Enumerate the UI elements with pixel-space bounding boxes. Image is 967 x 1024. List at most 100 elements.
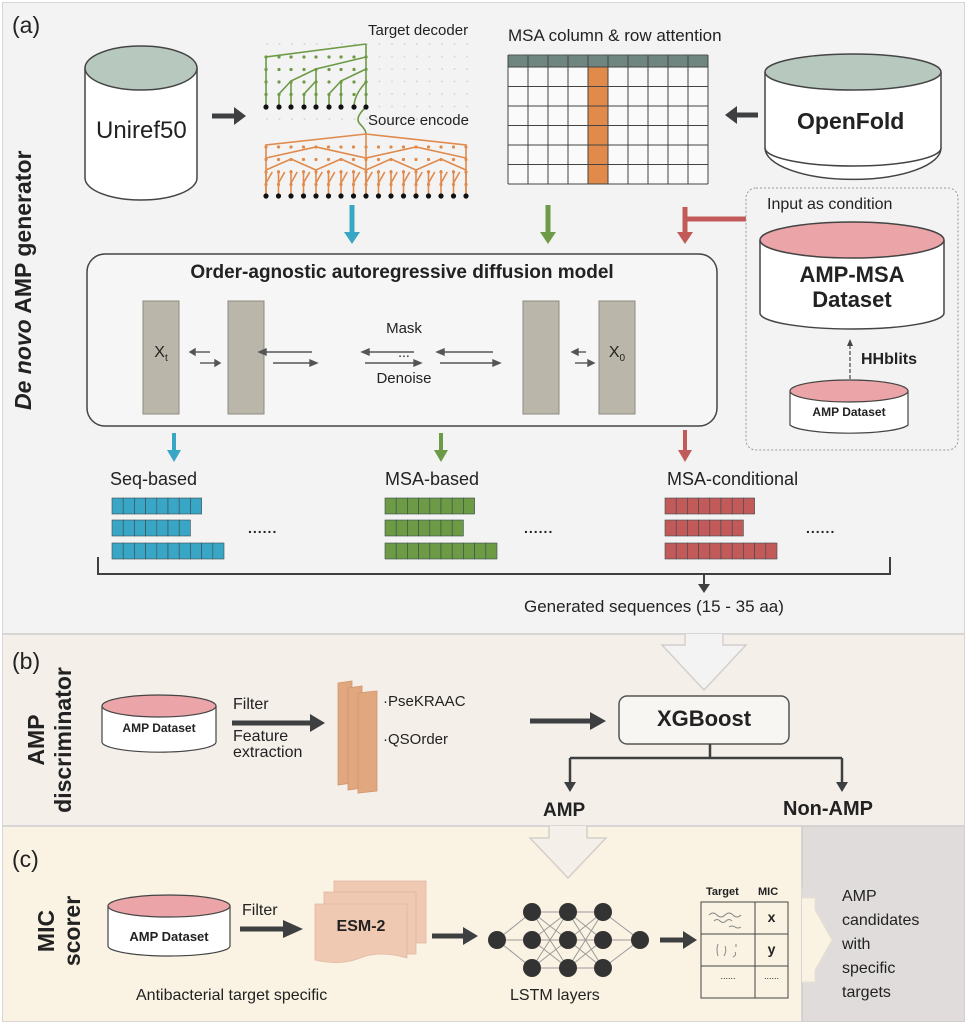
token-node xyxy=(275,193,282,199)
decoder-node xyxy=(277,67,281,72)
grid-dot xyxy=(416,93,418,95)
decoder-node xyxy=(289,80,293,84)
encoder-node xyxy=(339,182,343,187)
arrow-filter-b xyxy=(232,714,325,732)
result-line: targets xyxy=(842,984,891,1001)
nn-edge xyxy=(531,911,569,969)
feature-extraction-label: Feature extraction xyxy=(233,729,302,761)
filter-label-c: Filter xyxy=(242,902,278,919)
encoder-edge xyxy=(365,171,373,184)
token-node xyxy=(288,193,294,199)
state-block-2 xyxy=(522,300,560,415)
x0-symbol: X xyxy=(608,344,620,361)
token-node xyxy=(300,193,307,199)
msa-conditional-sequence-cell xyxy=(754,542,767,560)
encoder-edge xyxy=(390,171,398,184)
msa-conditional-sequence-cell xyxy=(664,542,677,560)
seq-based-sequence-cell xyxy=(167,542,180,560)
nn-node xyxy=(594,959,612,977)
encoder-node xyxy=(464,182,468,187)
token-node xyxy=(351,104,357,110)
encoder-edge xyxy=(340,171,348,184)
decoder-node xyxy=(327,80,331,84)
input-as-condition-label: Input as condition xyxy=(767,196,893,213)
encoder-node xyxy=(464,145,468,149)
grid-dot xyxy=(416,43,418,45)
decoder-node xyxy=(289,55,293,59)
encoder-node xyxy=(376,157,381,162)
grid-dot xyxy=(366,118,368,120)
grid-dot xyxy=(428,43,431,45)
msa-conditional-sequence-cell xyxy=(675,542,688,560)
decoder-node xyxy=(327,92,331,97)
grid-dot xyxy=(441,68,443,70)
decoder-node xyxy=(302,55,306,59)
encoder-edge xyxy=(265,171,273,184)
token-node xyxy=(375,193,382,199)
seq-based-sequence-cell xyxy=(167,497,180,515)
encoder-node xyxy=(339,145,343,149)
grid-dot xyxy=(466,105,468,108)
seq-based-sequence-cell xyxy=(201,542,214,560)
grid-dot xyxy=(466,93,468,95)
msa-conditional-sequence-cell xyxy=(765,542,778,560)
grid-dot xyxy=(316,43,318,45)
decoder-node xyxy=(352,55,356,59)
encoder-decoder-tree-graphic xyxy=(263,43,469,199)
nn-node xyxy=(559,959,577,977)
panel-c-side-title: MIC scorer xyxy=(33,886,87,976)
decoder-edge xyxy=(340,68,367,107)
encoder-node xyxy=(389,182,393,187)
decoder-node xyxy=(339,92,343,97)
grid-dot xyxy=(416,55,418,58)
de-novo-italic: De novo xyxy=(10,319,36,410)
grid-dot xyxy=(428,80,431,83)
seq-based-sequence-cell xyxy=(178,542,191,560)
grid-dot xyxy=(291,118,293,120)
flow-arrow-to-result xyxy=(801,887,833,983)
xgboost-branches xyxy=(568,744,844,784)
decoder-node xyxy=(277,80,281,84)
encoder-node xyxy=(439,157,443,162)
arrow-red-condition xyxy=(677,207,746,244)
state-block-xt xyxy=(142,300,180,415)
arrow-to-xgboost xyxy=(530,712,606,730)
grid-dot xyxy=(378,68,381,70)
grid-dot xyxy=(453,80,456,83)
grid-dot xyxy=(403,80,406,83)
openfold-database-icon xyxy=(764,53,942,181)
encoder-node xyxy=(451,145,456,149)
seq-based-sequence-cell xyxy=(145,542,158,560)
msa-conditional-sequence-cell xyxy=(743,497,755,515)
state-block-1 xyxy=(227,300,265,415)
token-node xyxy=(263,193,269,199)
msa-conditional-sequence-cell xyxy=(720,542,733,560)
grid-dot xyxy=(416,80,418,83)
encoder-node xyxy=(289,170,293,174)
grid-dot xyxy=(391,80,393,83)
amp-dataset-database-icon-a xyxy=(789,379,909,434)
decoder-node xyxy=(277,55,281,59)
xgboost-box xyxy=(618,695,790,745)
grid-dot xyxy=(303,118,306,120)
decoder-node xyxy=(314,55,318,59)
msa-based-sequence-cell xyxy=(463,497,475,515)
uniref50-label: Uniref50 xyxy=(96,117,187,144)
table-mic-dots: ...... xyxy=(763,971,779,981)
msa-based-sequence-cell xyxy=(395,519,408,537)
msa-based-sequence-cell xyxy=(384,497,397,515)
encoder-edge xyxy=(327,171,336,184)
encoder-node xyxy=(314,145,318,149)
encoder-node xyxy=(451,182,456,187)
grid-dot xyxy=(378,43,381,45)
encoder-node xyxy=(389,145,393,149)
amp-word: AMP xyxy=(23,714,49,766)
msa-based-sequence-cell xyxy=(407,519,419,537)
grid-dot xyxy=(441,55,443,58)
grid-dot xyxy=(428,118,431,120)
ellipsis-label: ... xyxy=(398,344,410,360)
encoder-node xyxy=(464,157,468,162)
decoder-node xyxy=(314,80,318,84)
msa-based-sequence-cell xyxy=(429,497,442,515)
